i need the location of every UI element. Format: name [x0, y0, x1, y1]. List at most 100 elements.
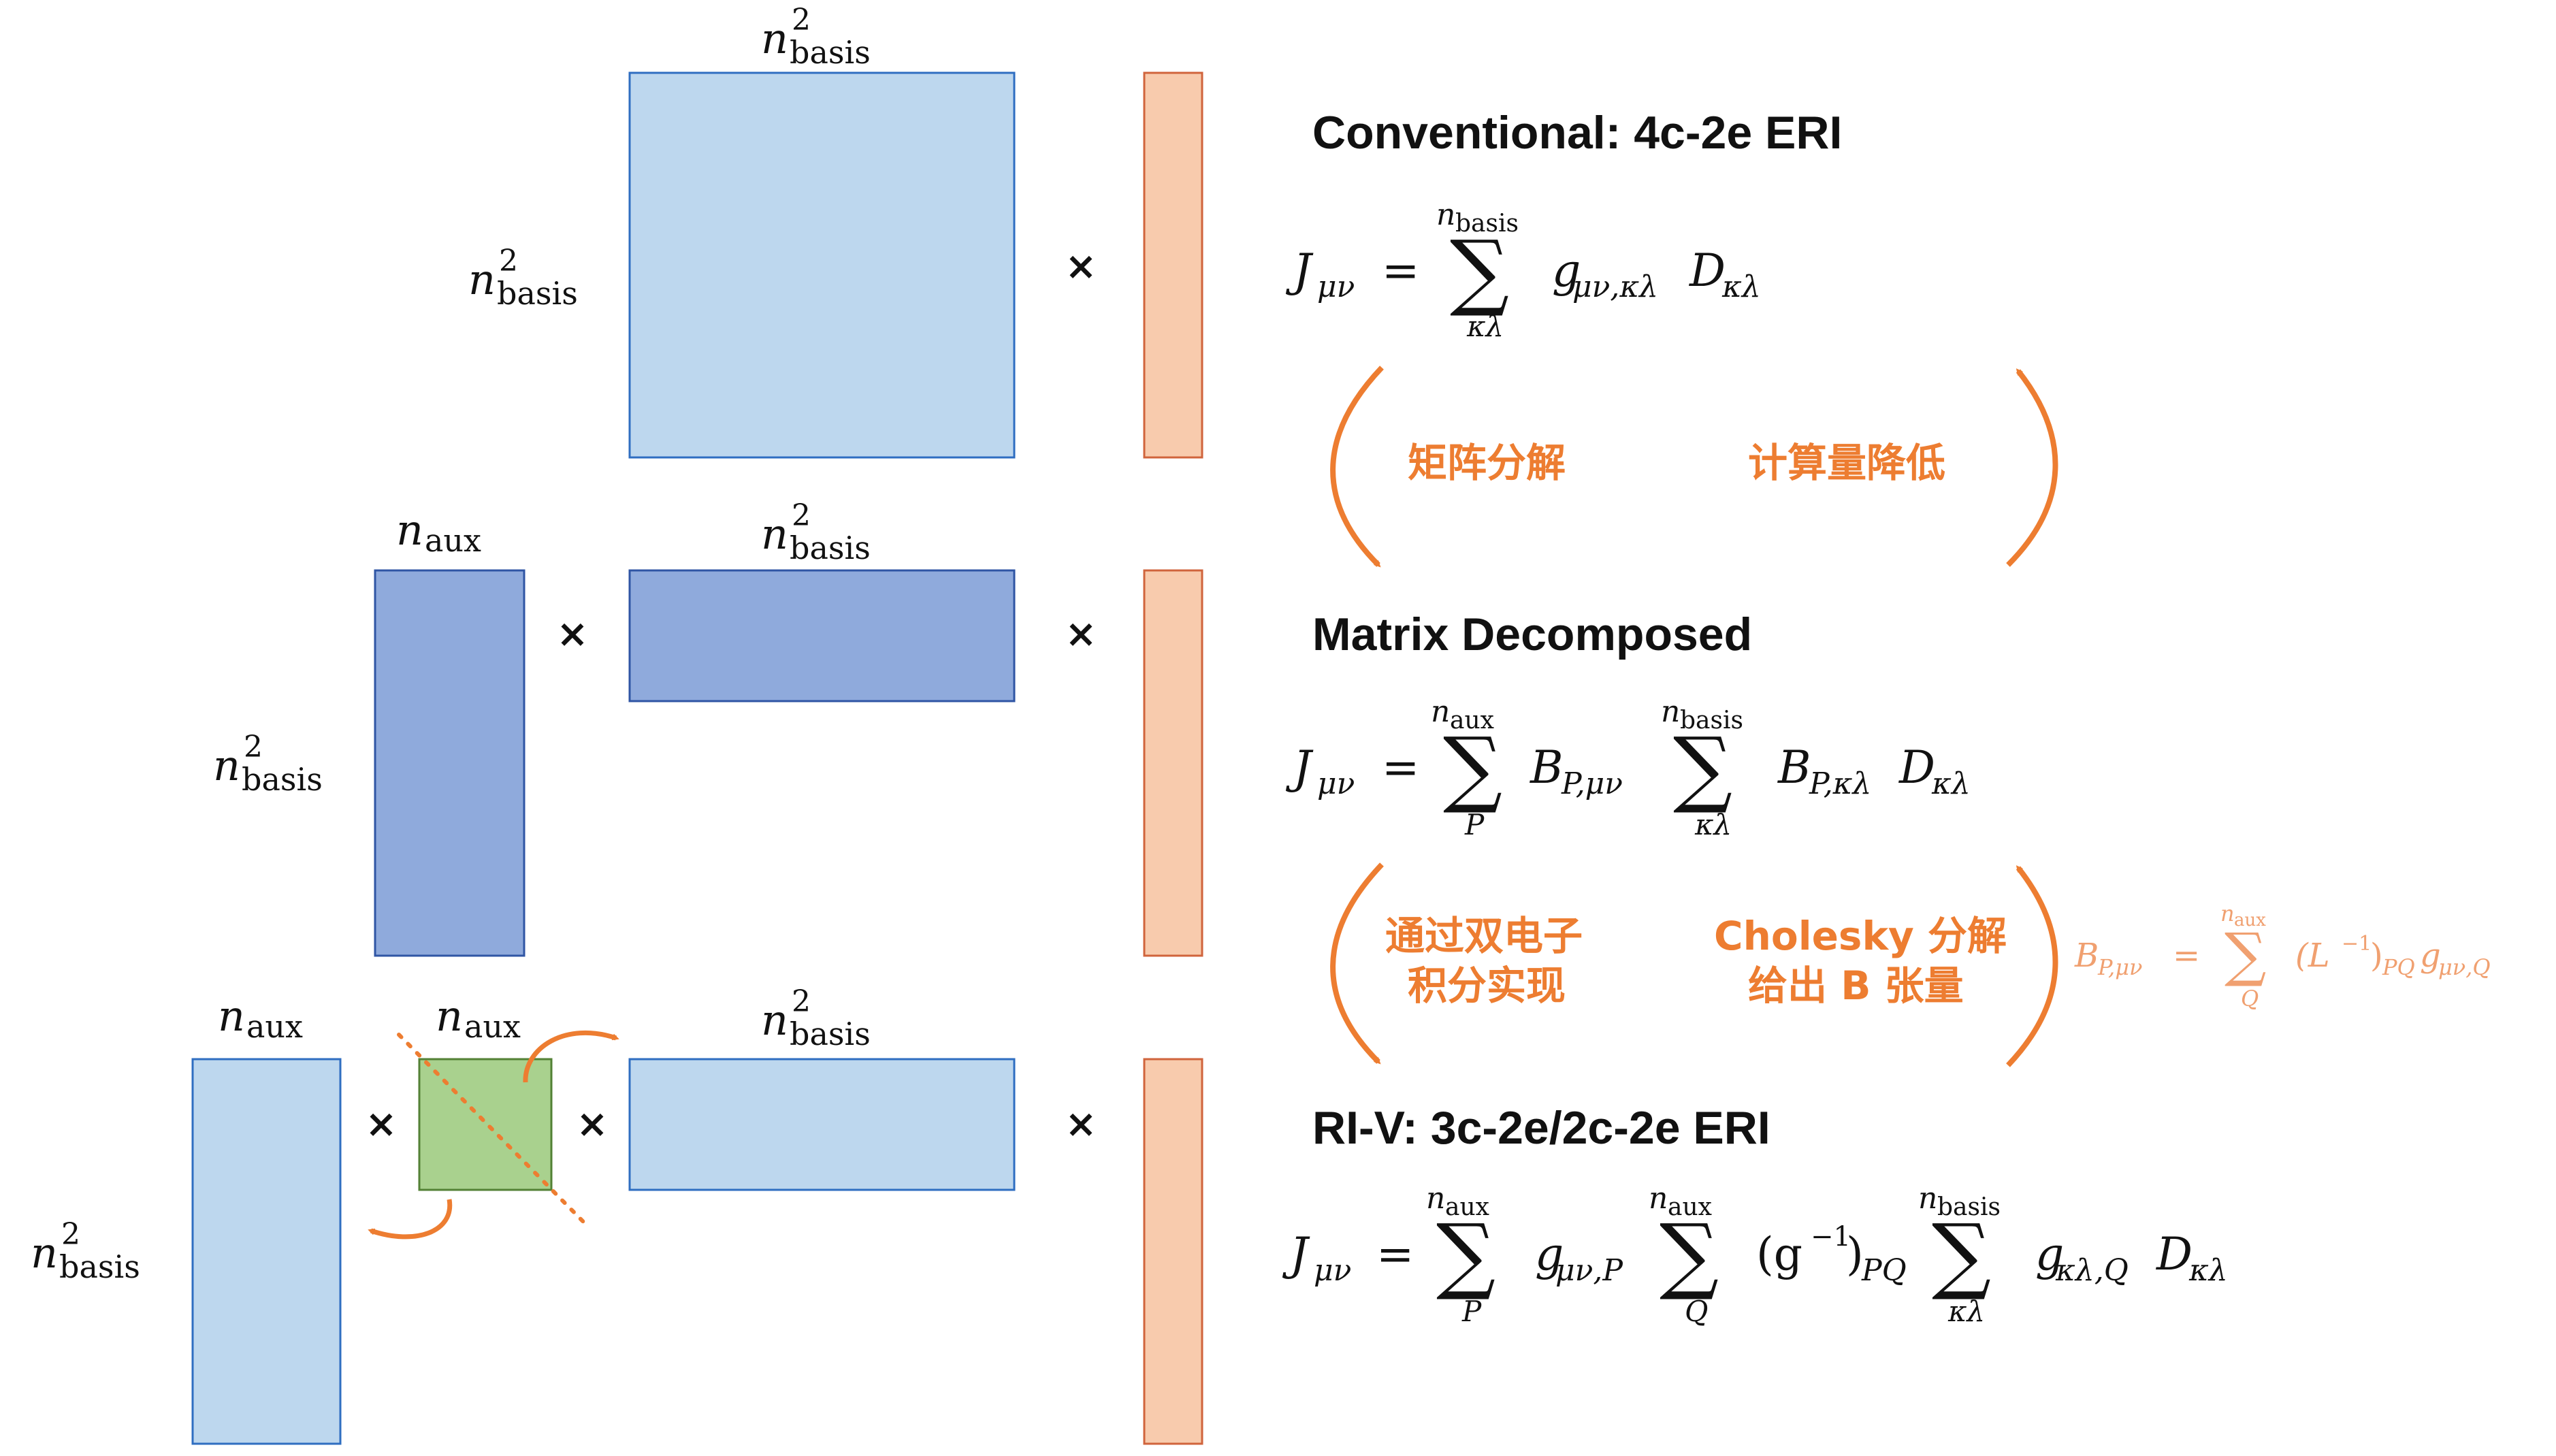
eq-sub: P,μν — [1561, 766, 1623, 801]
label-n: n — [31, 1228, 58, 1278]
eq-equals: = — [1382, 244, 1419, 297]
eq-sub: μν,Q — [2438, 954, 2491, 980]
equation-riv: J μν = n aux ∑ P g μν,P n aux ∑ Q (g −1 … — [1282, 1181, 2228, 1328]
section-title-conventional: Conventional: 4c-2e ERI — [1312, 107, 1842, 159]
label-basis: basis — [790, 530, 871, 566]
label-n-basis-sq-top-1: n 2 basis — [761, 3, 871, 71]
arrow-cholesky-2 — [2006, 865, 2058, 1067]
label-aux: aux — [464, 1008, 521, 1045]
label-n: n — [761, 14, 788, 63]
eq-sub: μν,P — [1555, 1253, 1623, 1288]
label-sq: 2 — [792, 498, 811, 533]
label-n: n — [213, 741, 240, 790]
density-vector-2 — [1143, 569, 1203, 957]
annotation-cost-reduce: 计算量降低 — [1748, 440, 1945, 486]
label-n-basis-sq-top-3: n 2 basis — [761, 984, 871, 1052]
eri-3c-left — [191, 1058, 342, 1445]
sum-upper-n: n — [1918, 1181, 1937, 1216]
symmetry-diagonal-dotted — [397, 1033, 589, 1227]
eq-sub: κλ — [2188, 1253, 2228, 1288]
eq-d: D — [1898, 741, 1935, 794]
label-n: n — [218, 991, 245, 1041]
eq-g-inv: (g — [1756, 1228, 1802, 1280]
eq-sup: −1 — [1811, 1221, 1851, 1252]
section-title-decomposed: Matrix Decomposed — [1312, 609, 1752, 660]
eq-g: g — [2420, 937, 2441, 975]
eq-sub: κλ — [1721, 270, 1761, 304]
equation-cholesky: B P,μν = n aux ∑ Q (L −1 ) PQ g μν,Q — [2074, 901, 2491, 1012]
sum-lower: Q — [2241, 986, 2259, 1012]
sum-lower: P — [1464, 808, 1485, 841]
label-basis: basis — [790, 34, 871, 71]
eq-sub: μν — [1317, 766, 1355, 801]
sum-lower: Q — [1685, 1295, 1708, 1328]
label-basis: basis — [790, 1016, 871, 1052]
sum-upper-sub: basis — [1937, 1193, 2001, 1221]
label-aux: aux — [425, 522, 481, 559]
sum-3c: n basis ∑ κλ — [1918, 1181, 2001, 1328]
equation-conventional: J μν = n basis ∑ κλ g μν,κλ D κλ — [1285, 197, 1761, 343]
sum-sign: ∑ — [2225, 921, 2266, 989]
sum-3b: n aux ∑ Q — [1649, 1181, 1719, 1328]
sum-upper-n: n — [1436, 197, 1455, 232]
label-sq: 2 — [61, 1217, 80, 1252]
sum-lower: κλ — [1947, 1295, 1985, 1328]
sum-2b: n basis ∑ κλ — [1661, 694, 1743, 841]
times-symbol: × — [366, 1102, 398, 1146]
label-n: n — [468, 255, 496, 304]
times-symbol: × — [577, 1102, 609, 1146]
label-n-basis-sq-left-1: n 2 basis — [468, 244, 578, 312]
eq-equals: = — [2173, 937, 2200, 975]
sum-sign: ∑ — [1436, 1206, 1495, 1303]
eq-sub: μν,κλ — [1572, 270, 1658, 304]
decomposed-row: n aux n 2 basis n 2 basis × × — [213, 498, 1203, 957]
sum-lower: P — [1461, 1295, 1482, 1328]
sum-upper-n: n — [1431, 694, 1450, 729]
sum-upper-n: n — [1426, 1181, 1445, 1216]
eq-d: D — [1689, 244, 1726, 297]
section-title-riv: RI-V: 3c-2e/2c-2e ERI — [1312, 1102, 1770, 1154]
label-n-aux-2: n aux — [396, 505, 481, 559]
eq-equals: = — [1376, 1228, 1414, 1280]
annotation-two-electron-2: 积分实现 — [1408, 962, 1566, 1009]
sum-1: n basis ∑ κλ — [1436, 197, 1519, 343]
sum-lower: κλ — [1466, 310, 1504, 343]
sum-sign: ∑ — [1660, 1206, 1719, 1303]
label-n: n — [436, 991, 463, 1041]
eq-paren: ) — [1846, 1228, 1864, 1280]
eq-sub: PQ — [2382, 954, 2415, 980]
eq-b: B — [1530, 741, 1564, 794]
label-n: n — [761, 509, 788, 559]
swap-arrow-bottom — [368, 1199, 453, 1240]
label-sq: 2 — [792, 984, 811, 1019]
label-n: n — [761, 995, 788, 1045]
riv-row: n aux n aux n 2 basis n 2 basis × × × — [31, 984, 1203, 1445]
density-vector-1 — [1143, 71, 1203, 459]
annotation-matrix-decompose: 矩阵分解 — [1408, 440, 1566, 486]
label-basis: basis — [242, 761, 323, 798]
sum-upper-sub: aux — [1668, 1193, 1712, 1221]
eri-3c-right — [628, 1058, 1016, 1191]
sum-upper-sub: aux — [1445, 1193, 1489, 1221]
eq-d: D — [2156, 1228, 2193, 1280]
conventional-row: n 2 basis n 2 basis × — [468, 3, 1203, 459]
times-symbol: × — [1065, 244, 1097, 289]
sum-upper-n: n — [2220, 901, 2235, 926]
label-n: n — [396, 505, 423, 555]
eq-j: J — [1282, 1228, 1310, 1280]
sum-upper-sub: basis — [1680, 707, 1743, 734]
eq-b: B — [1777, 741, 1811, 794]
eq-j: J — [1285, 741, 1314, 794]
times-symbol: × — [1065, 1102, 1097, 1146]
eq-l: (L — [2295, 937, 2330, 975]
label-aux: aux — [246, 1008, 303, 1045]
eq-equals: = — [1382, 741, 1419, 794]
sum-sign: ∑ — [1673, 719, 1732, 816]
label-sq: 2 — [244, 730, 263, 764]
eq-sub: κλ — [1931, 766, 1971, 801]
annotation-cholesky-2: 给出 B 张量 — [1748, 962, 1964, 1009]
label-n-basis-sq-top-2: n 2 basis — [761, 498, 871, 566]
equation-decomposed: J μν = n aux ∑ P B P,μν n basis ∑ κλ B P… — [1285, 694, 1971, 841]
density-vector-3 — [1143, 1058, 1203, 1445]
